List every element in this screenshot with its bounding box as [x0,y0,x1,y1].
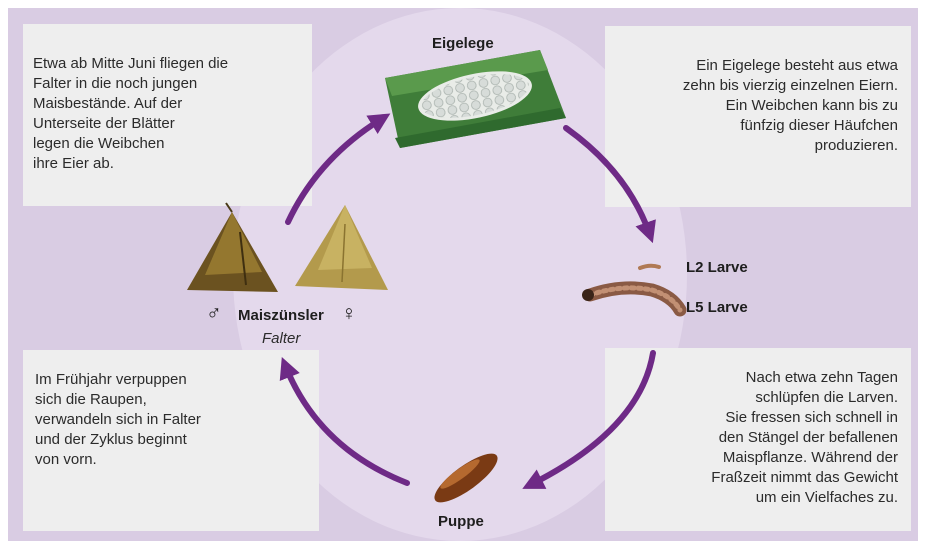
arrow-moth-to-eggs [288,118,383,222]
l2-larva-image [640,266,659,268]
male-symbol: ♂ [206,303,222,325]
stage-label-eggs: Eigelege [432,35,494,52]
egg-clutch-image [385,50,566,148]
pupa-image [428,446,504,510]
l5-larva-image [582,288,680,310]
moth-subtitle: Falter [262,330,300,347]
female-moth-image [295,205,388,290]
moth-name: Maiszünsler [238,307,324,324]
arrow-eggs-to-larvae [566,128,650,235]
stage-label-l2: L2 Larve [686,259,748,276]
stage-label-l5: L5 Larve [686,299,748,316]
arrow-larvae-to-pupa [530,353,653,485]
male-moth-image [187,203,278,292]
stage-label-pupa: Puppe [438,513,484,530]
female-symbol: ♀ [341,303,357,325]
arrow-pupa-to-moth [285,365,407,483]
